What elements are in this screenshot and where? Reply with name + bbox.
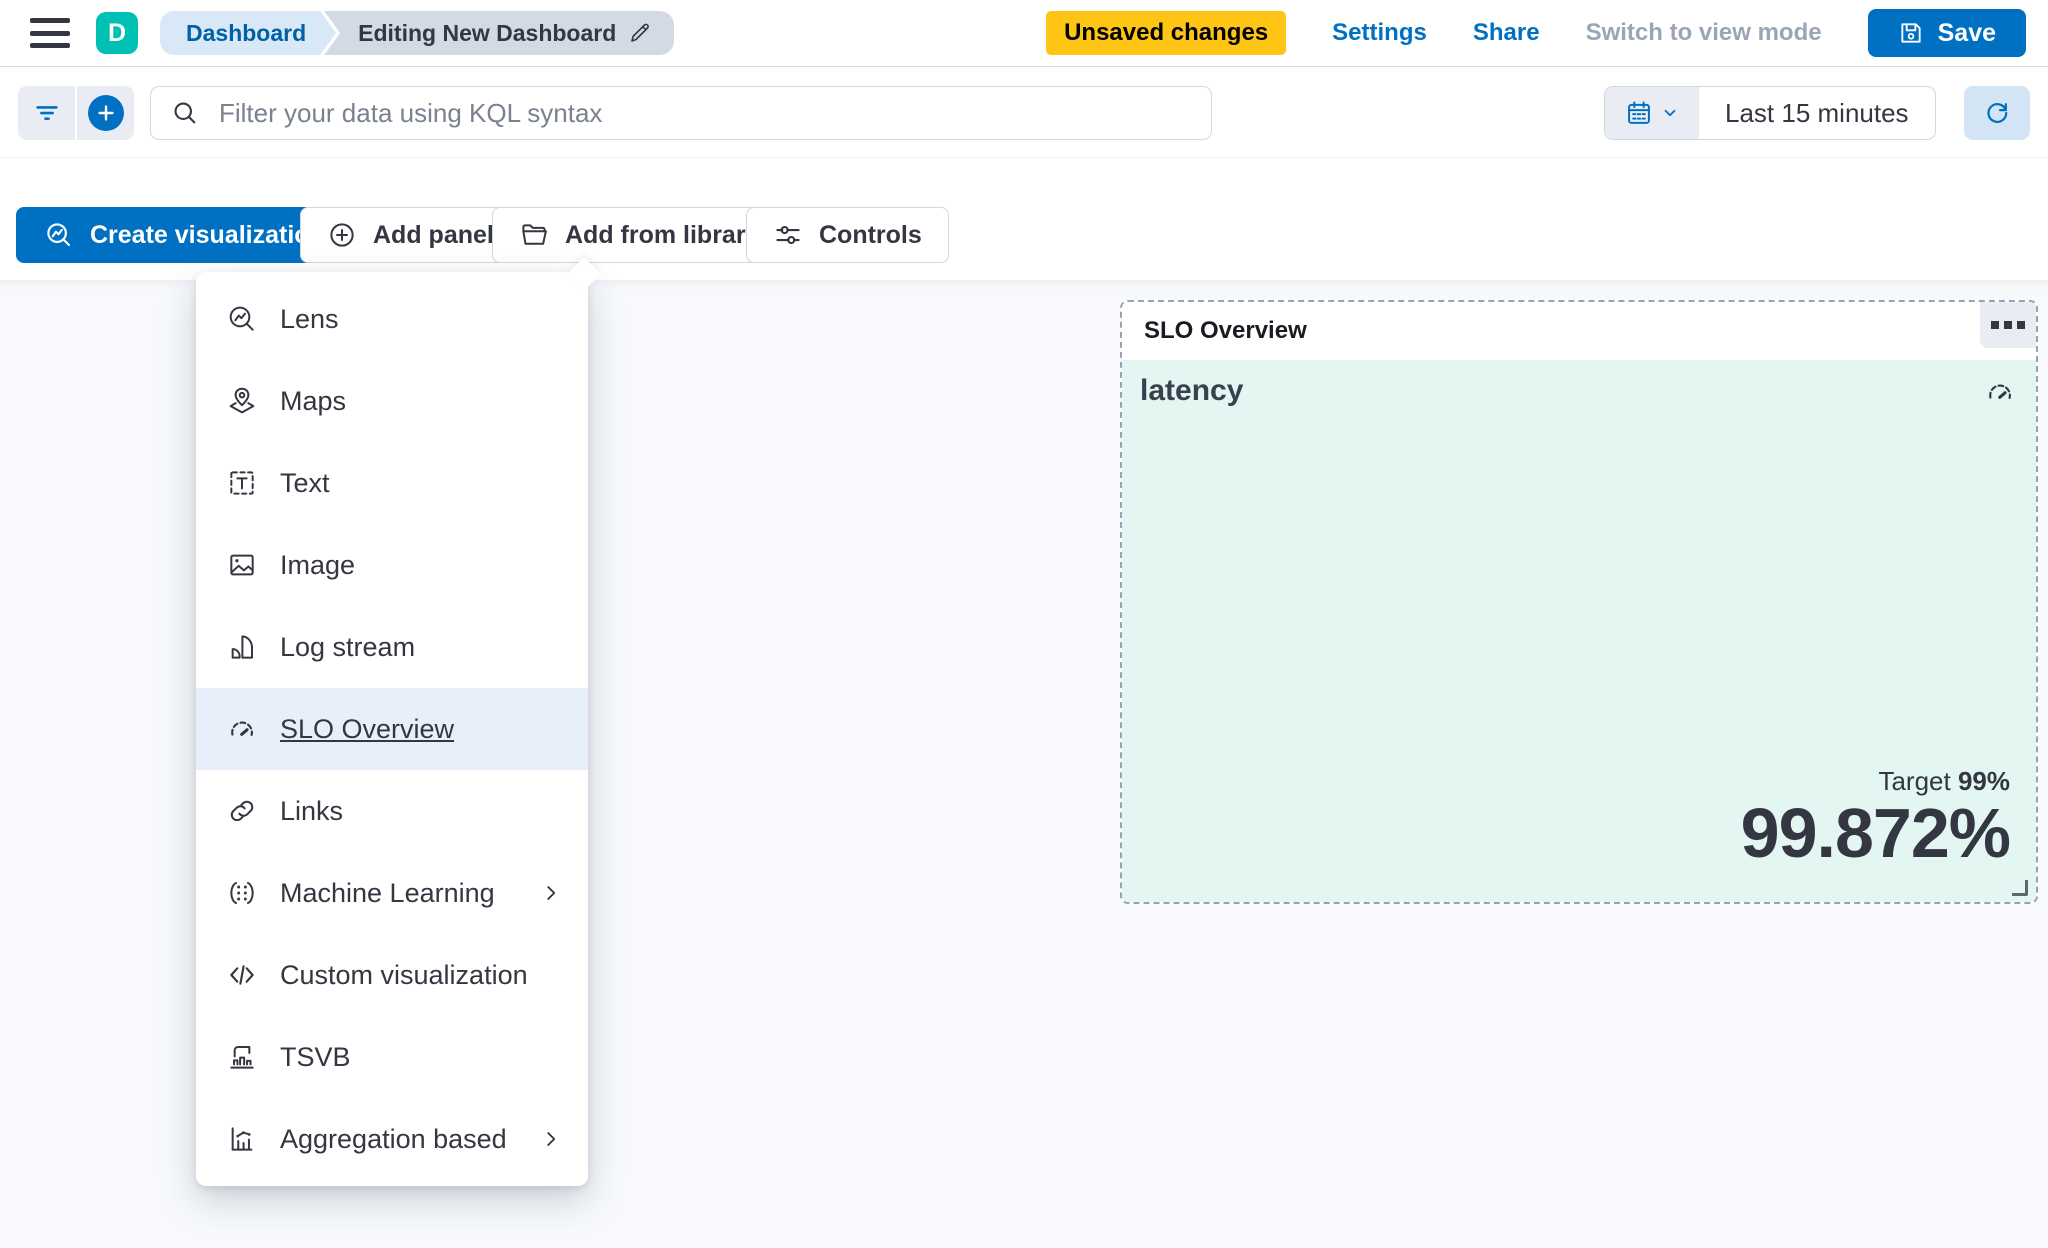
slo-panel-title: SLO Overview [1144, 317, 1307, 344]
slo-value: 99.872% [1740, 793, 2011, 872]
save-button-label: Save [1937, 18, 1996, 47]
menu-item-aggregation-based[interactable]: Aggregation based [196, 1098, 588, 1180]
breadcrumb-dashboard[interactable]: Dashboard [160, 11, 336, 55]
add-filter-button[interactable] [75, 86, 134, 140]
menu-item-label: Maps [280, 385, 347, 416]
chevron-down-icon [1661, 104, 1679, 122]
breadcrumb-label: Editing New Dashboard [358, 19, 617, 46]
slo-panel-header: SLO Overview [1122, 302, 2036, 360]
menu-item-label: Image [280, 549, 356, 580]
panel-options-button[interactable] [1980, 302, 2036, 348]
switch-to-view-mode-link[interactable]: Switch to view mode [1585, 19, 1822, 46]
menu-item-links[interactable]: Links [196, 770, 588, 852]
filter-menu-button[interactable] [18, 86, 75, 140]
menu-item-text[interactable]: Text [196, 442, 588, 524]
lens-icon [226, 303, 258, 335]
chevron-right-icon [540, 1128, 562, 1150]
image-icon [226, 549, 258, 581]
dots-menu-icon [1991, 321, 1999, 329]
slo-metric-name: latency [1140, 374, 1244, 407]
log-stream-icon [226, 631, 258, 663]
menu-item-custom-visualization[interactable]: Custom visualization [196, 934, 588, 1016]
menu-item-label: Links [280, 795, 344, 826]
folder-icon [519, 220, 549, 250]
machine-learning-icon [226, 877, 258, 909]
menu-item-label: Aggregation based [280, 1123, 507, 1154]
breadcrumb-label: Dashboard [186, 19, 307, 46]
menu-item-image[interactable]: Image [196, 524, 588, 606]
breadcrumb: Dashboard Editing New Dashboard [160, 11, 675, 55]
time-range-value[interactable]: Last 15 minutes [1699, 87, 1935, 139]
kql-search-box [150, 86, 1212, 140]
maps-icon [226, 385, 258, 417]
slo-target-value: 99% [1957, 765, 2010, 796]
slo-figures: Target 99% 99.872% [1740, 766, 2011, 872]
menu-item-maps[interactable]: Maps [196, 360, 588, 442]
create-visualization-button[interactable]: Create visualization [16, 207, 353, 263]
share-link[interactable]: Share [1472, 19, 1540, 46]
add-panel-menu: Lens Maps Text Image Log stream [196, 257, 601, 1186]
controls-button[interactable]: Controls [746, 207, 949, 263]
menu-item-tsvb[interactable]: TSVB [196, 1016, 588, 1098]
query-bar: Last 15 minutes [0, 68, 2048, 158]
menu-item-slo-overview[interactable]: SLO Overview [196, 688, 588, 770]
dashboard-toolbar: Create visualization Add panel Add from … [0, 158, 2048, 280]
sliders-icon [773, 220, 803, 250]
filter-icon [32, 98, 62, 128]
space-avatar[interactable]: D [96, 12, 138, 54]
add-from-library-button[interactable]: Add from library [492, 207, 787, 263]
pencil-icon [628, 21, 652, 45]
menu-hamburger-icon[interactable] [30, 18, 70, 48]
kql-search-input[interactable] [219, 97, 1191, 129]
time-range-label: Last 15 minutes [1725, 97, 1909, 128]
gauge-icon [1984, 376, 2016, 408]
menu-item-lens[interactable]: Lens [196, 278, 588, 360]
settings-link[interactable]: Settings [1332, 19, 1427, 46]
slo-gauge-icon [226, 713, 258, 745]
header-actions: Unsaved changes Settings Share Switch to… [1046, 9, 2026, 57]
links-icon [226, 795, 258, 827]
refresh-icon [1983, 99, 2011, 127]
controls-label: Controls [819, 220, 922, 249]
code-icon [226, 959, 258, 991]
tsvb-icon [226, 1041, 258, 1073]
menu-item-label: Machine Learning [280, 877, 495, 908]
panel-resize-handle[interactable] [2012, 880, 2028, 896]
time-range-picker: Last 15 minutes [1604, 86, 1936, 140]
filter-button-group [18, 86, 134, 140]
refresh-button[interactable] [1964, 86, 2030, 140]
slo-panel-body: latency Target 99% 99.872% [1122, 360, 2036, 902]
add-panel-label: Add panel [373, 220, 494, 249]
menu-item-label: Lens [280, 303, 339, 334]
lens-app-icon [44, 220, 74, 250]
slo-overview-panel[interactable]: SLO Overview latency Target 99% 99.872% [1120, 300, 2038, 904]
breadcrumb-editing-dashboard[interactable]: Editing New Dashboard [324, 11, 675, 55]
space-avatar-letter: D [107, 18, 127, 47]
menu-item-label: TSVB [280, 1041, 351, 1072]
add-from-library-label: Add from library [565, 220, 760, 249]
save-floppy-icon [1898, 20, 1924, 46]
menu-item-label: SLO Overview [280, 713, 455, 744]
plus-circle-icon [87, 95, 124, 131]
chevron-right-icon [540, 882, 562, 904]
slo-target-row: Target 99% [1741, 766, 2010, 797]
text-icon [226, 467, 258, 499]
save-button[interactable]: Save [1867, 9, 2026, 57]
unsaved-changes-badge: Unsaved changes [1046, 11, 1287, 55]
date-picker-calendar-button[interactable] [1605, 87, 1699, 139]
menu-item-label: Text [280, 467, 330, 498]
menu-item-log-stream[interactable]: Log stream [196, 606, 588, 688]
menu-item-label: Log stream [280, 631, 416, 662]
calendar-icon [1625, 99, 1653, 127]
plus-in-circle-icon [327, 220, 357, 250]
add-panel-button[interactable]: Add panel [300, 207, 521, 263]
menu-item-label: Custom visualization [280, 959, 528, 990]
top-header-bar: D Dashboard Editing New Dashboard Unsave… [0, 0, 2048, 67]
slo-target-label: Target [1878, 765, 1951, 796]
aggregation-based-icon [226, 1123, 258, 1155]
create-visualization-label: Create visualization [90, 220, 325, 249]
menu-item-machine-learning[interactable]: Machine Learning [196, 852, 588, 934]
search-icon [171, 99, 199, 127]
